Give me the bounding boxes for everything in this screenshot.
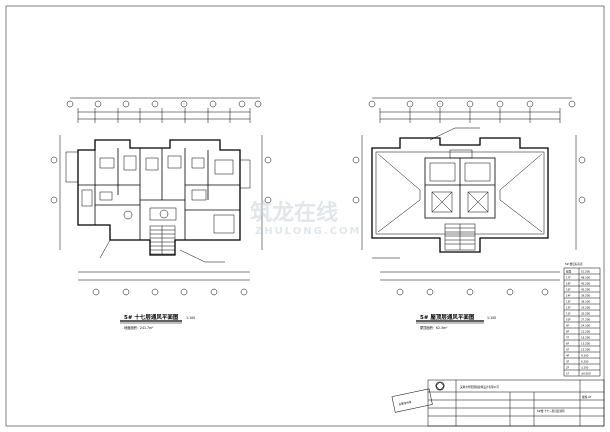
level-table-elevation: 3.200 bbox=[581, 366, 589, 370]
level-table-elevation: 36.200 bbox=[581, 300, 590, 304]
left-plan-scale: 1:100 bbox=[186, 316, 195, 320]
level-table-floor: 1F bbox=[566, 372, 570, 376]
left-plan-note: 地面面积：241.7m² bbox=[124, 325, 154, 330]
level-table-floor: 9F bbox=[566, 324, 570, 328]
level-table-elevation: 27.200 bbox=[581, 318, 590, 322]
level-table-floor: 屋面 bbox=[566, 270, 572, 274]
axis-bubbles-bottom bbox=[92, 288, 248, 296]
level-table-title: 5# 楼层标高表 bbox=[565, 262, 583, 266]
level-table-floor: 10F bbox=[566, 318, 571, 322]
level-table-floor: 11F bbox=[566, 312, 571, 316]
level-table-floor: 3F bbox=[566, 360, 570, 364]
roof-axis-bubbles-bottom bbox=[396, 288, 549, 296]
level-table-floor: 12F bbox=[566, 306, 571, 310]
title-block: 深圳市华阳国际建筑设计有限公司 5#楼 十七~屋顶层通风 暖施-07 bbox=[427, 379, 605, 427]
level-table-floor: 16F bbox=[566, 282, 571, 286]
level-table-elevation: 21.200 bbox=[581, 330, 590, 334]
level-table-elevation: 6.200 bbox=[581, 360, 589, 364]
level-table-elevation: 48.200 bbox=[581, 276, 590, 280]
watermark-text: 筑龙在线 bbox=[250, 200, 338, 226]
level-table-floor: 6F bbox=[566, 342, 570, 346]
company-logo bbox=[435, 381, 445, 391]
level-table-elevation: 24.200 bbox=[581, 324, 590, 328]
level-table-floor: 17F bbox=[566, 276, 571, 280]
level-table-elevation: 30.200 bbox=[581, 312, 590, 316]
level-table-elevation: 39.200 bbox=[581, 294, 590, 298]
level-table-floor: 8F bbox=[566, 330, 570, 334]
level-table-elevation: 45.200 bbox=[581, 282, 590, 286]
level-table-floor: 15F bbox=[566, 288, 571, 292]
level-table-elevation: 18.200 bbox=[581, 336, 590, 340]
level-table-elevation: 15.200 bbox=[581, 342, 590, 346]
level-table-floor: 5F bbox=[566, 348, 570, 352]
level-table-elevation: 12.200 bbox=[581, 348, 590, 352]
drawing-number: 暖施-07 bbox=[582, 395, 592, 399]
axis-bubbles-top bbox=[66, 100, 262, 108]
right-plan-scale: 1:100 bbox=[487, 316, 496, 320]
level-table-elevation: 51.200 bbox=[581, 270, 590, 274]
stamp-text: 出图专用章 bbox=[398, 400, 412, 407]
level-table-floor: 7F bbox=[566, 336, 570, 340]
company-name: 深圳市华阳国际建筑设计有限公司 bbox=[460, 385, 499, 389]
project-name: 5#楼 十七~屋顶层通风 bbox=[537, 409, 565, 413]
watermark-subtext: ZHULONG.COM bbox=[255, 226, 361, 237]
level-table-elevation: ±0.000 bbox=[581, 372, 591, 376]
left-floor-plan: 5# 十七层通风平面图 1:100 地面面积：241.7m² bbox=[50, 97, 272, 330]
right-roof-plan: 5# 屋顶层通风平面图 1:100 屋顶面积：62.3m² bbox=[352, 97, 586, 330]
roof-axis-bubbles-top bbox=[368, 100, 576, 108]
level-table-elevation: 9.200 bbox=[581, 354, 589, 358]
level-table-floor: 2F bbox=[566, 366, 570, 370]
left-plan-title: 5# 十七层通风平面图 bbox=[124, 313, 179, 321]
watermark: 筑龙在线 ZHULONG.COM bbox=[250, 200, 361, 237]
approval-stamp: 出图专用章 bbox=[391, 388, 433, 413]
stair-right bbox=[444, 223, 476, 251]
level-table-elevation: 33.200 bbox=[581, 306, 590, 310]
level-table-elevation: 42.200 bbox=[581, 288, 590, 292]
right-plan-note: 屋顶面积：62.3m² bbox=[420, 325, 448, 330]
right-plan-title: 5# 屋顶层通风平面图 bbox=[420, 313, 475, 321]
level-table-floor: 4F bbox=[566, 354, 570, 358]
level-table-floor: 13F bbox=[566, 300, 571, 304]
stair-left bbox=[149, 225, 176, 255]
sheet-border bbox=[5, 5, 605, 427]
level-table: 5# 楼层标高表 屋面 51.200 17F 48.200 16F 45.200 15F 42… bbox=[563, 262, 601, 377]
level-table-floor: 14F bbox=[566, 294, 571, 298]
